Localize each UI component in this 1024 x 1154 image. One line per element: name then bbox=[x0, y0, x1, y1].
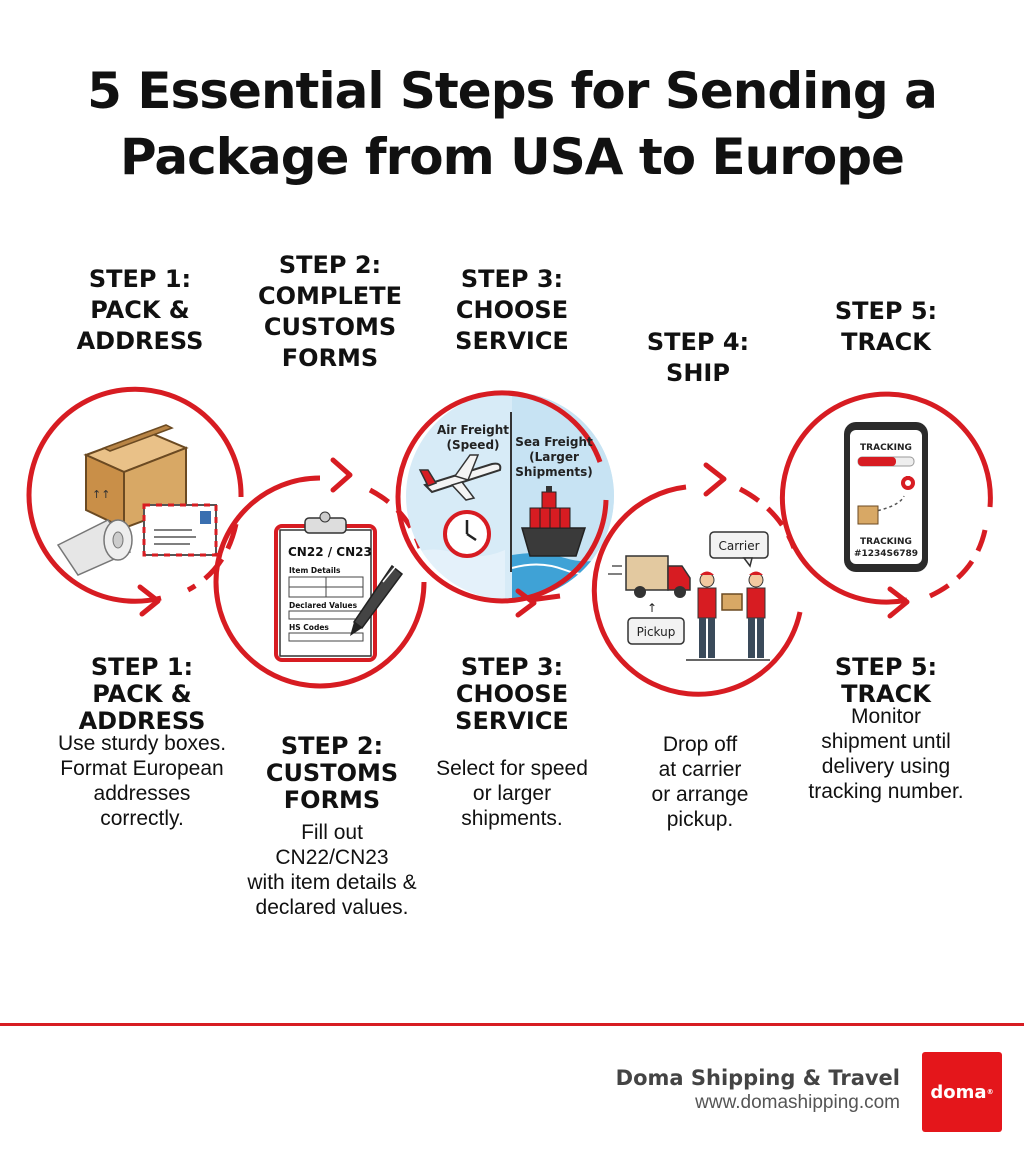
logo-registered-mark: ® bbox=[986, 1088, 994, 1096]
phone-icon: TRACKING TRACKING #1234S6789 bbox=[844, 422, 928, 572]
brand-url: www.domashipping.com bbox=[695, 1092, 900, 1113]
svg-text:Declared Values: Declared Values bbox=[289, 601, 358, 610]
svg-text:HS Codes: HS Codes bbox=[289, 623, 329, 632]
steps-diagram: ↑↑ CN22 / CN23 Item Details Declared Val… bbox=[26, 386, 993, 697]
svg-text:#1234S6789: #1234S6789 bbox=[854, 549, 918, 559]
step2-top-heading: STEP 2: COMPLETE CUSTOMS FORMS bbox=[258, 251, 402, 372]
envelope-icon bbox=[142, 503, 218, 557]
step5-description: Monitor shipment until delivery using tr… bbox=[808, 705, 964, 803]
svg-text:Item Details: Item Details bbox=[289, 566, 341, 575]
svg-text:Carrier: Carrier bbox=[718, 539, 759, 553]
footer-divider bbox=[0, 1023, 1024, 1026]
pen-icon bbox=[350, 564, 404, 636]
step4-description: Drop off at carrier or arrange pickup. bbox=[651, 733, 749, 831]
svg-text:TRACKING: TRACKING bbox=[860, 537, 912, 547]
airplane-icon bbox=[418, 454, 502, 501]
step3-circle: Air Freight (Speed) Sea Freight (Larger … bbox=[395, 390, 614, 618]
svg-text:Pickup: Pickup bbox=[637, 625, 676, 639]
step5-top-heading: STEP 5: TRACK bbox=[834, 297, 938, 356]
step4-top-heading: STEP 4: SHIP bbox=[646, 328, 750, 387]
carrier-bubble: Carrier bbox=[709, 531, 769, 568]
step3-top-heading: STEP 3: CHOOSE SERVICE bbox=[455, 265, 569, 355]
truck-icon bbox=[608, 555, 691, 598]
arrow-icon bbox=[887, 586, 910, 619]
step1-top-heading: STEP 1: PACK & ADDRESS bbox=[76, 265, 204, 355]
step1-description: Use sturdy boxes. Format European addres… bbox=[57, 732, 227, 830]
title-line-2: Package from USA to Europe bbox=[120, 128, 905, 186]
svg-text:(Larger: (Larger bbox=[529, 450, 579, 464]
title-line-1: 5 Essential Steps for Sending a bbox=[87, 62, 938, 120]
form-title: CN22 / CN23 bbox=[288, 545, 372, 559]
couriers-icon bbox=[686, 571, 770, 661]
arrow-icon bbox=[137, 584, 161, 617]
step5-bottom-heading: STEP 5: TRACK bbox=[834, 653, 938, 708]
arrow-icon bbox=[703, 462, 727, 497]
step2-bottom-heading: STEP 2: CUSTOMS FORMS bbox=[265, 732, 399, 814]
step3-bottom-heading: STEP 3: CHOOSE SERVICE bbox=[455, 653, 569, 735]
step1-bottom-heading: STEP 1: PACK & ADDRESS bbox=[78, 653, 206, 735]
svg-text:Shipments): Shipments) bbox=[515, 465, 592, 479]
svg-text:Sea Freight: Sea Freight bbox=[515, 435, 593, 449]
svg-text:(Speed): (Speed) bbox=[446, 438, 499, 452]
svg-text:↑: ↑ bbox=[647, 601, 657, 615]
pickup-bubble: ↑ Pickup bbox=[627, 601, 685, 645]
brand-name: Doma Shipping & Travel bbox=[615, 1066, 900, 1090]
logo-text: doma bbox=[930, 1081, 987, 1103]
clock-icon bbox=[443, 510, 491, 558]
page-title: 5 Essential Steps for Sending a Package … bbox=[0, 58, 1024, 190]
svg-text:↑↑: ↑↑ bbox=[92, 488, 110, 501]
clipboard-icon: CN22 / CN23 Item Details Declared Values… bbox=[274, 511, 377, 662]
step3-description: Select for speed or larger shipments. bbox=[436, 757, 588, 830]
arrow-icon bbox=[330, 457, 353, 493]
svg-text:Air Freight: Air Freight bbox=[437, 423, 509, 437]
bubble-wrap-icon bbox=[56, 519, 133, 576]
step5-circle bbox=[779, 391, 993, 619]
step2-description: Fill out CN22/CN23 with item details & d… bbox=[247, 821, 417, 919]
svg-text:TRACKING: TRACKING bbox=[860, 443, 912, 453]
ship-icon bbox=[521, 486, 587, 557]
arrow-icon bbox=[515, 588, 537, 618]
doma-logo: doma® bbox=[922, 1052, 1002, 1132]
